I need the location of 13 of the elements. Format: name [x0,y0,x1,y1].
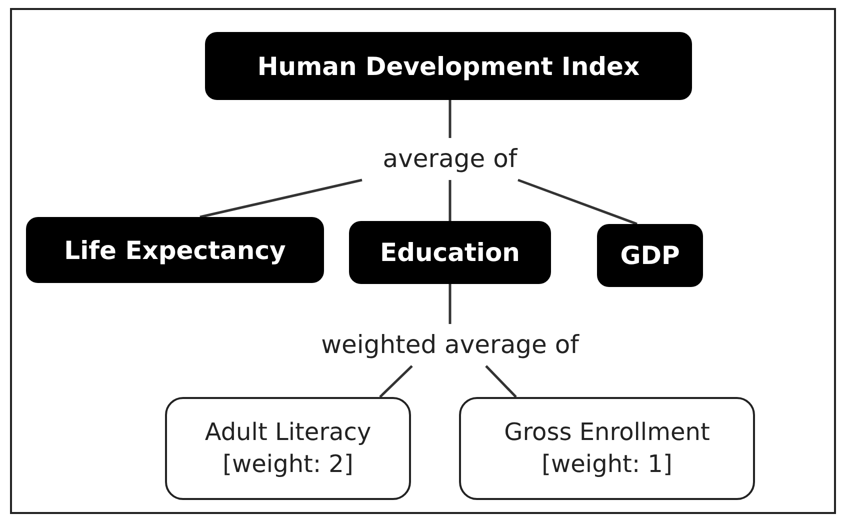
connector-line [448,284,452,324]
concept-box: Education [349,221,551,284]
connector-line [448,180,452,221]
connector-line [518,178,638,226]
connector-line [485,365,517,398]
connector-line [448,100,452,138]
connector-line [200,178,362,218]
concept-box: Gross Enrollment [weight: 1] [459,397,755,500]
concept-box: Life Expectancy [26,217,324,283]
connector-line [379,365,413,398]
concept-box: Adult Literacy [weight: 2] [165,397,411,500]
concept-box: Human Development Index [205,32,692,100]
concept-box: GDP [597,224,703,287]
